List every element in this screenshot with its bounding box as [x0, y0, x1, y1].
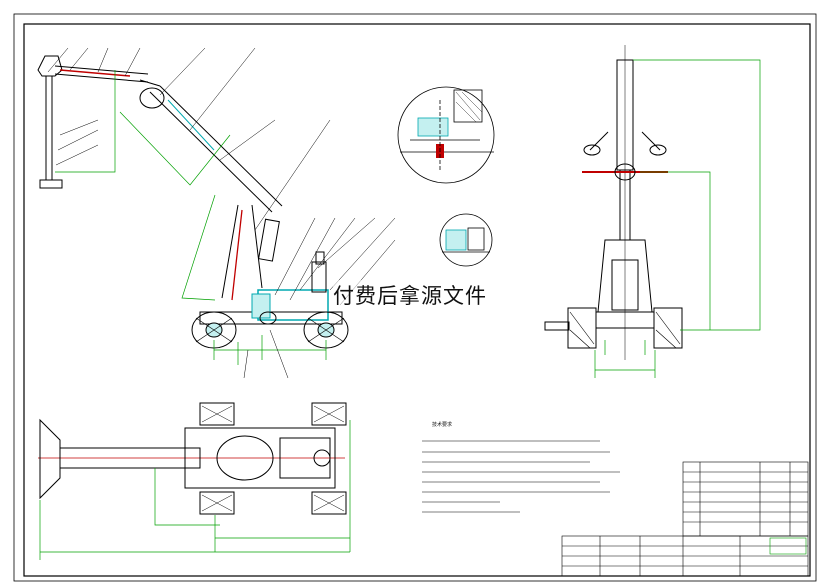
side-view-leaders [47, 47, 396, 379]
front-view [544, 45, 683, 360]
outer-border [13, 13, 817, 582]
technical-notes [422, 440, 620, 513]
side-view-dimensions [55, 70, 327, 365]
front-view-dimensions [594, 59, 761, 378]
top-view [38, 402, 347, 515]
detail-view-b [439, 213, 493, 267]
title-block [561, 461, 809, 577]
detail-view-a [397, 86, 495, 184]
top-view-dimensions [39, 420, 351, 560]
watermark-text: 付费后拿源文件 [333, 280, 487, 310]
technical-notes-title: 技术要求 [432, 422, 453, 428]
inner-border [23, 23, 811, 577]
side-view [37, 55, 349, 349]
